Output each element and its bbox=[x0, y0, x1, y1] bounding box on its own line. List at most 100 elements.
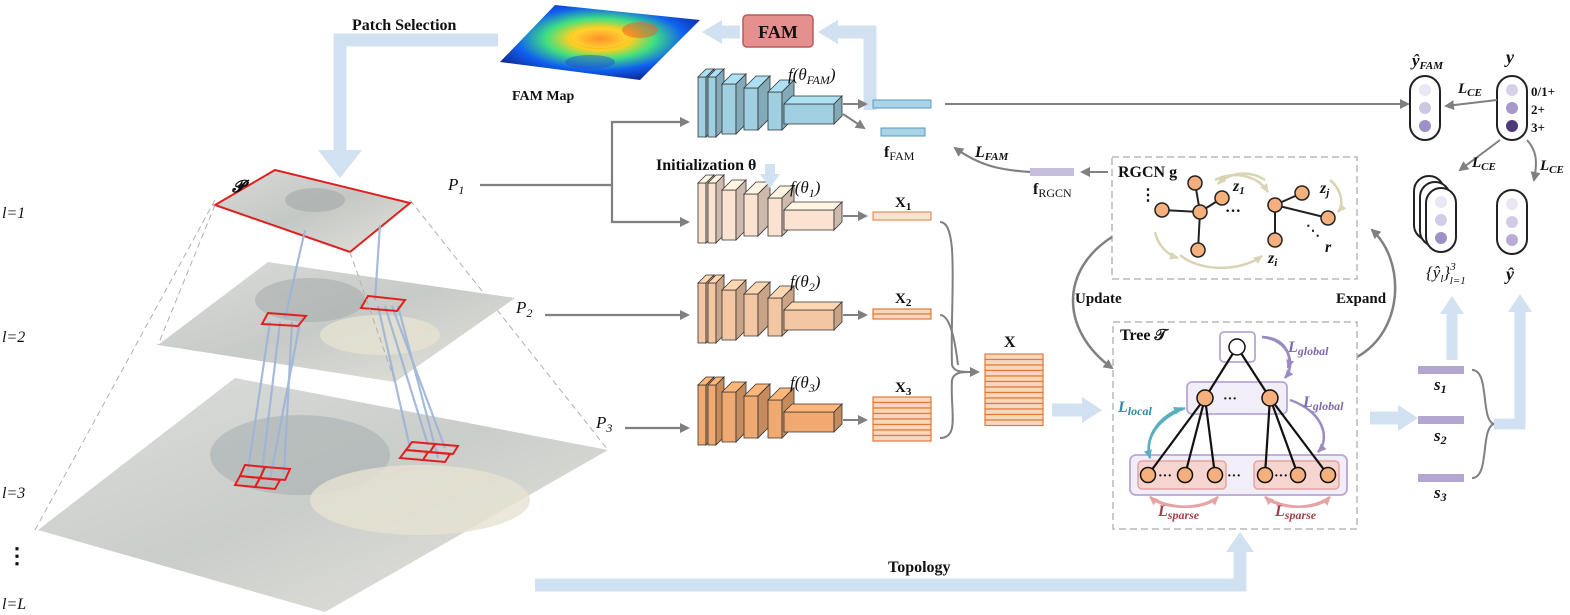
x-row bbox=[984, 419, 1044, 427]
s2-vector bbox=[1418, 416, 1464, 424]
x2-matrix bbox=[872, 308, 932, 320]
x-to-tree-arrow bbox=[1052, 397, 1102, 423]
x-row bbox=[984, 386, 1044, 394]
l-global-2-label: Lglobal bbox=[1302, 394, 1344, 413]
x2-row bbox=[872, 308, 932, 315]
tree-to-s-arrow bbox=[1370, 405, 1418, 431]
patch-selection-label: Patch Selection bbox=[352, 17, 457, 34]
x-row bbox=[984, 364, 1044, 372]
x-row bbox=[984, 408, 1044, 416]
x-row bbox=[984, 391, 1044, 399]
init-arrow bbox=[760, 164, 780, 188]
y-fam-hat-column bbox=[1409, 75, 1441, 141]
topology-label: Topology bbox=[888, 559, 951, 576]
cnn-1-layer-4 bbox=[743, 181, 771, 237]
cnn-fam bbox=[697, 68, 843, 138]
patch-selection-arrow bbox=[318, 33, 498, 178]
l-sparse-1-label: Lsparse bbox=[1157, 503, 1200, 522]
class-3-label: 3+ bbox=[1531, 120, 1545, 135]
svg-text:···: ··· bbox=[1274, 469, 1288, 484]
topology-arrow bbox=[535, 532, 1254, 592]
l-ce-2-label: LCE bbox=[1471, 155, 1496, 173]
cnn-2 bbox=[697, 274, 843, 344]
x-row bbox=[984, 375, 1044, 383]
cnn-3-layer-3 bbox=[721, 381, 747, 443]
svg-text:···: ··· bbox=[1227, 469, 1241, 484]
r-label: r bbox=[1325, 239, 1332, 256]
concat-bracket bbox=[939, 221, 971, 439]
cnn-1-layer-6 bbox=[783, 201, 843, 231]
cnn-fam-layer-6 bbox=[783, 95, 843, 125]
cnn-fam-layer-3 bbox=[721, 73, 747, 135]
rgcn-graph: ⋮ ··· ⋱ bbox=[1140, 172, 1347, 270]
fam-map-heatmap bbox=[500, 5, 700, 80]
feature-arrows bbox=[842, 99, 868, 425]
patch-pyramid bbox=[34, 168, 609, 612]
f-rgcn-vector bbox=[1030, 168, 1074, 176]
x3-row bbox=[872, 423, 932, 431]
x3-label: X3 bbox=[895, 380, 912, 398]
y-label: y bbox=[1504, 47, 1515, 67]
x2-row bbox=[872, 313, 932, 320]
l-ce-1-label: LCE bbox=[1457, 81, 1482, 99]
cnn-3-label: f(θ3) bbox=[790, 373, 821, 395]
tree-structure: ··· ··· ··· ··· bbox=[1129, 331, 1348, 508]
input-arrows bbox=[480, 117, 690, 433]
x-row bbox=[984, 413, 1044, 421]
level-1-label: l=1 bbox=[2, 205, 25, 222]
x-row bbox=[984, 369, 1044, 377]
cnn-3 bbox=[697, 376, 843, 446]
p3-label: P3 bbox=[595, 413, 612, 435]
level-2-label: l=2 bbox=[2, 329, 25, 346]
expand-label: Expand bbox=[1336, 291, 1387, 307]
rgcn-box bbox=[1111, 156, 1358, 280]
fam-feature-vector bbox=[872, 99, 932, 109]
cnn-1-label: f(θ1) bbox=[790, 178, 821, 200]
l-sparse-2-label: Lsparse bbox=[1274, 503, 1317, 522]
update-arrow bbox=[1071, 235, 1114, 370]
l-ce-3-label: LCE bbox=[1539, 158, 1564, 176]
l-local-label: Llocal bbox=[1117, 399, 1152, 418]
cnn-1-layer-3 bbox=[721, 179, 747, 241]
svg-text:⋮: ⋮ bbox=[1140, 187, 1156, 204]
f-fam-vector bbox=[880, 127, 926, 137]
x3-row bbox=[872, 401, 932, 409]
svg-text:⋱: ⋱ bbox=[1306, 224, 1320, 239]
zj-label: zj bbox=[1319, 180, 1330, 199]
f-rgcn-label: fRGCN bbox=[1033, 181, 1072, 200]
s2-label: s2 bbox=[1433, 426, 1447, 447]
fam-map-label: FAM Map bbox=[512, 89, 575, 104]
x-row bbox=[984, 358, 1044, 366]
s1-vector bbox=[1418, 366, 1464, 374]
cnn-fam-layer-4 bbox=[743, 75, 771, 131]
cnn-2-layer-3 bbox=[721, 279, 747, 341]
level-L-label: l=L bbox=[2, 596, 26, 613]
cnn-2-layer-4 bbox=[743, 281, 771, 337]
cnn-1 bbox=[697, 174, 843, 244]
features-to-fam-arrow bbox=[818, 20, 877, 110]
fam-box bbox=[742, 14, 814, 48]
x-label: X bbox=[1004, 334, 1016, 351]
cnn-2-label: f(θ2) bbox=[790, 272, 821, 294]
initialization-label: Initialization θ bbox=[656, 157, 756, 174]
expand-arrow bbox=[1356, 228, 1397, 359]
zi-label: zi bbox=[1267, 250, 1278, 269]
s-bracket bbox=[1471, 369, 1498, 479]
l-fam-arrow bbox=[953, 146, 1031, 174]
s-to-outputs-arrows bbox=[1440, 294, 1532, 430]
s1-label: s1 bbox=[1433, 375, 1447, 396]
x-matrix bbox=[984, 353, 1044, 427]
z1-label: z1 bbox=[1232, 178, 1245, 197]
x3-row bbox=[872, 396, 932, 404]
class-2-label: 2+ bbox=[1531, 102, 1545, 117]
y-l-stack bbox=[1413, 175, 1457, 253]
x1-label: X1 bbox=[895, 195, 911, 213]
x-row bbox=[984, 380, 1044, 388]
x3-row bbox=[872, 429, 932, 437]
y-fam-hat-label: ŷFAM bbox=[1410, 51, 1444, 72]
l-global-1-label: Lglobal bbox=[1287, 339, 1329, 358]
x-row bbox=[984, 402, 1044, 410]
x-row bbox=[984, 397, 1044, 405]
y-hat-column bbox=[1496, 189, 1528, 255]
